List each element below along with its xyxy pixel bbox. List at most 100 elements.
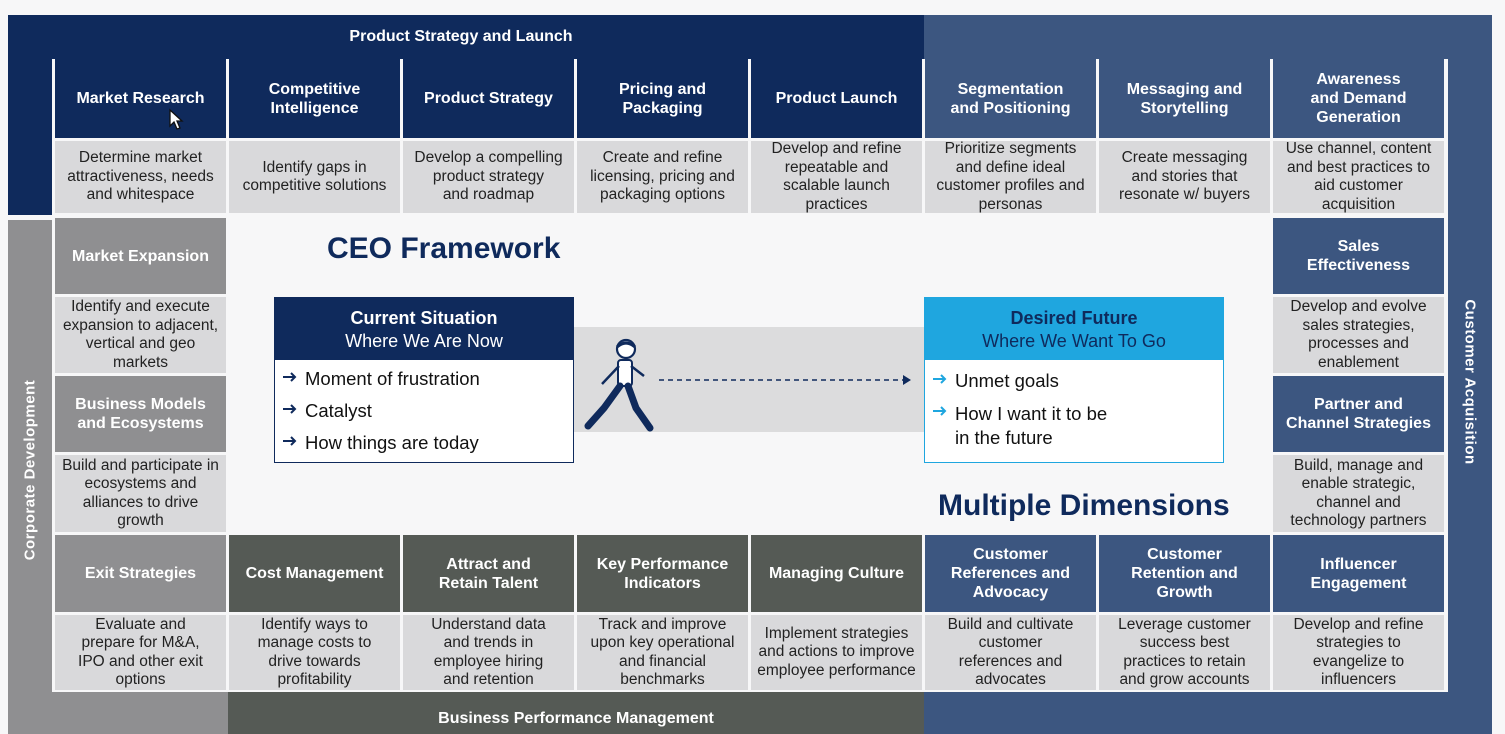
customer-references-header: Customer References and Advocacy [925,535,1096,612]
attract-retain-header: Attract and Retain Talent [403,535,574,612]
exit-strategies-desc: Evaluate and prepare for M&A, IPO and ot… [55,615,226,690]
managing-culture-text: Implement strategies and actions to impr… [757,624,916,679]
partner-channel-title: Partner and Channel Strategies [1286,396,1431,432]
managing-culture-header: Managing Culture [751,535,922,612]
multiple-dimensions-title: Multiple Dimensions [938,489,1230,522]
pricing-packaging-title: Pricing and Packaging [618,80,707,117]
competitive-intelligence-text: Identify gaps in competitive solutions [242,158,387,195]
business-models-text: Build and participate in ecosystems and … [62,456,219,530]
competitive-intelligence-title: Competitive Intelligence [268,80,361,117]
bottom-band-left [8,692,228,734]
bottom-band-right [924,692,1492,734]
business-models-title: Business Models and Ecosystems [75,396,206,432]
cost-management-text: Identify ways to manage costs to drive t… [257,615,372,689]
current-situation-box: Current Situation Where We Are Now Momen… [274,297,574,463]
competitive-intelligence-desc: Identify gaps in competitive solutions [229,141,400,213]
partner-channel-desc: Build, manage and enable strategic, chan… [1273,455,1444,532]
left-band-label: Corporate Development [21,379,39,561]
current-situation-subtitle: Where We Are Now [345,331,503,351]
current-item-text: Moment of frustration [305,368,480,389]
market-research-header: Market Research [55,59,226,138]
right-arrow-icon [931,370,955,393]
list-item: Catalyst [281,400,573,432]
current-situation-list: Moment of frustration Catalyst How thing… [275,360,573,464]
sales-effectiveness-header: Sales Effectiveness [1273,218,1444,294]
customer-retention-text: Leverage customer success best practices… [1118,615,1251,689]
right-band-label: Customer Acquisition [1461,299,1479,465]
product-strategy-desc: Develop a compelling product strategy an… [403,141,574,213]
messaging-storytelling-desc: Create messaging and stories that resona… [1099,141,1270,213]
cost-management-desc: Identify ways to manage costs to drive t… [229,615,400,690]
customer-retention-header: Customer Retention and Growth [1099,535,1270,612]
desired-future-list: Unmet goals How I want it to be in the f… [925,360,1223,458]
market-expansion-desc: Identify and execute expansion to adjace… [55,297,226,373]
market-expansion-text: Identify and execute expansion to adjace… [62,298,219,371]
current-item-text: Catalyst [305,400,372,421]
segmentation-positioning-desc: Prioritize segments and define ideal cus… [925,140,1096,213]
managing-culture-title: Managing Culture [768,565,905,582]
list-item: How I want it to be in the future [931,402,1223,458]
partner-channel-text: Build, manage and enable strategic, chan… [1290,456,1427,530]
customer-retention-desc: Leverage customer success best practices… [1099,615,1270,690]
sales-effectiveness-desc: Develop and evolve sales strategies, pro… [1273,297,1444,373]
desired-future-title: Desired Future [1010,308,1138,328]
current-situation-header: Current Situation Where We Are Now [274,297,574,360]
exit-strategies-header: Exit Strategies [55,535,226,612]
messaging-storytelling-title: Messaging and Storytelling [1126,80,1243,117]
messaging-storytelling-text: Create messaging and stories that resona… [1119,149,1250,204]
product-strategy-header: Product Strategy [403,59,574,138]
list-item: Unmet goals [931,370,1223,402]
messaging-storytelling-header: Messaging and Storytelling [1099,59,1270,138]
awareness-demand-text: Use channel, content and best practices … [1285,140,1432,213]
journey-dashed-arrow [659,375,911,385]
mouse-cursor-icon [169,108,184,130]
top-band-label: Product Strategy and Launch [349,28,573,45]
right-arrow-icon [281,400,305,423]
top-band-right [924,15,1492,59]
current-situation-title: Current Situation [350,308,498,328]
top-band-product-strategy: Product Strategy and Launch [8,15,924,59]
awareness-demand-desc: Use channel, content and best practices … [1273,140,1444,213]
influencer-engagement-text: Develop and refine strategies to evangel… [1293,615,1424,689]
awareness-demand-header: Awareness and Demand Generation [1273,59,1444,138]
kpi-desc: Track and improve upon key operational a… [577,615,748,690]
product-strategy-text: Develop a compelling product strategy an… [414,149,563,204]
pricing-packaging-text: Create and refine licensing, pricing and… [590,149,735,204]
competitive-intelligence-header: Competitive Intelligence [229,59,400,138]
customer-retention-title: Customer Retention and Growth [1131,546,1238,601]
desired-item-text: Unmet goals [955,370,1059,391]
bottom-band-business-performance: Business Performance Management [228,692,924,734]
kpi-header: Key Performance Indicators [577,535,748,612]
current-item-text: How things are today [305,432,479,453]
business-models-desc: Build and participate in ecosystems and … [55,455,226,532]
desired-future-box: Desired Future Where We Want To Go Unmet… [924,297,1224,463]
sales-effectiveness-title: Sales Effectiveness [1306,238,1411,274]
market-research-text: Determine market attractiveness, needs a… [67,149,214,204]
attract-retain-desc: Understand data and trends in employee h… [403,615,574,690]
product-launch-header: Product Launch [751,59,922,138]
market-research-desc: Determine market attractiveness, needs a… [55,141,226,213]
pricing-packaging-desc: Create and refine licensing, pricing and… [577,141,748,213]
pricing-packaging-header: Pricing and Packaging [577,59,748,138]
right-arrow-icon [931,402,955,425]
managing-culture-desc: Implement strategies and actions to impr… [751,615,922,690]
customer-references-desc: Build and cultivate customer references … [925,615,1096,690]
customer-references-text: Build and cultivate customer references … [947,615,1074,689]
walking-person-icon [584,338,654,432]
bottom-band-label: Business Performance Management [438,710,714,727]
awareness-demand-title: Awareness and Demand Generation [1310,71,1407,126]
ceo-framework-title: CEO Framework [327,232,561,265]
segmentation-positioning-text: Prioritize segments and define ideal cus… [936,140,1085,213]
desired-future-subtitle: Where We Want To Go [982,331,1166,351]
influencer-engagement-title: Influencer Engagement [1310,555,1407,592]
cost-management-title: Cost Management [245,565,384,582]
left-band-top [8,15,52,215]
sales-effectiveness-text: Develop and evolve sales strategies, pro… [1290,298,1427,371]
market-expansion-title: Market Expansion [72,247,209,265]
product-launch-text: Develop and refine repeatable and scalab… [771,140,902,213]
segmentation-positioning-title: Segmentation and Positioning [950,80,1071,117]
right-band-customer-acquisition [1448,15,1492,734]
product-launch-desc: Develop and refine repeatable and scalab… [751,140,922,213]
influencer-engagement-desc: Develop and refine strategies to evangel… [1273,615,1444,690]
desired-future-header: Desired Future Where We Want To Go [924,297,1224,360]
